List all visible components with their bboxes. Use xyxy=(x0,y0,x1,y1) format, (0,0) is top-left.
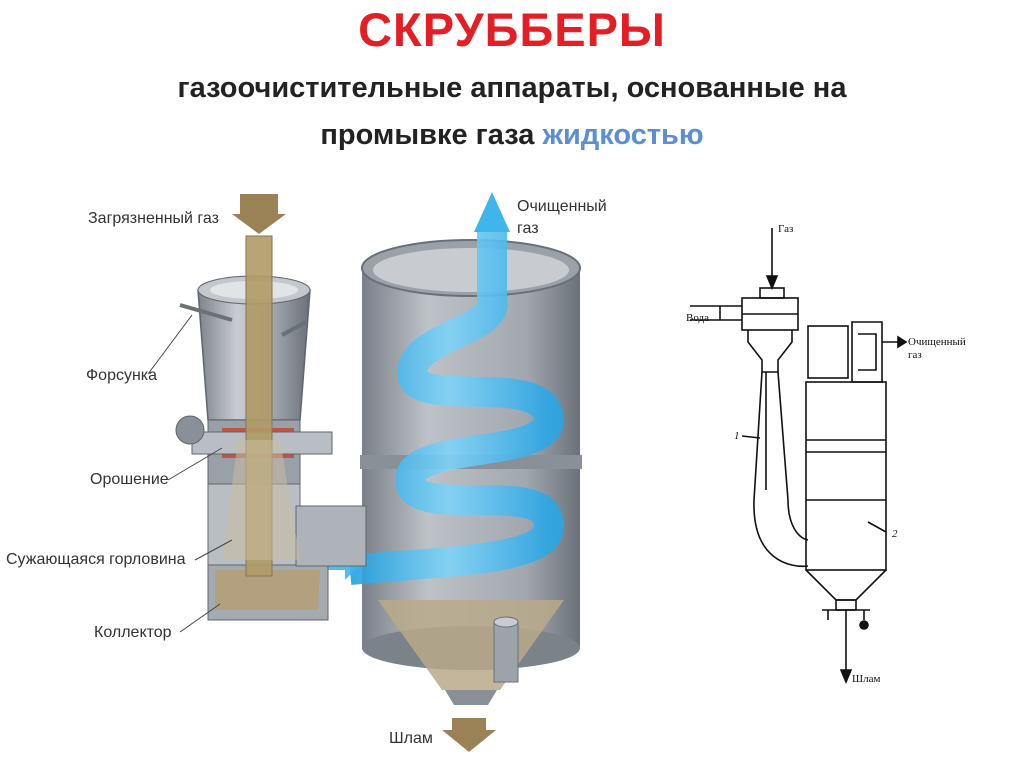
subtitle-prefix: промывке газа xyxy=(320,119,543,151)
label-nozzle: Форсунка xyxy=(86,367,158,384)
label-collector: Коллектор xyxy=(94,624,172,641)
label-irrigation: Орошение xyxy=(90,471,169,488)
label-throat: Сужающаяся горловина xyxy=(6,551,186,568)
schematic-label-gas: Газ xyxy=(778,223,794,235)
schematic-label-water: Вода xyxy=(686,312,709,324)
schematic-label-clean-gas: Очищенный газ xyxy=(908,336,966,361)
page-subtitle-line2: промывке газа жидкостью xyxy=(0,119,1024,152)
schematic-label-sludge: Шлам xyxy=(852,673,881,685)
schematic-label-part1: 1 xyxy=(734,430,740,442)
label-sludge: Шлам xyxy=(389,730,433,747)
page-title: СКРУББЕРЫ xyxy=(358,3,666,56)
subtitle-accent-word: жидкостью xyxy=(542,119,704,151)
schematic-label-part2: 2 xyxy=(892,528,898,540)
page-subtitle-line1: газоочистительные аппараты, основанные н… xyxy=(177,72,847,104)
label-dirty-gas: Загрязненный газ xyxy=(88,210,219,227)
dirty-gas-column xyxy=(222,194,300,577)
leader-lines xyxy=(147,314,233,633)
sludge-arrow xyxy=(442,718,496,752)
label-clean-gas: Очищенный газ xyxy=(517,198,607,237)
